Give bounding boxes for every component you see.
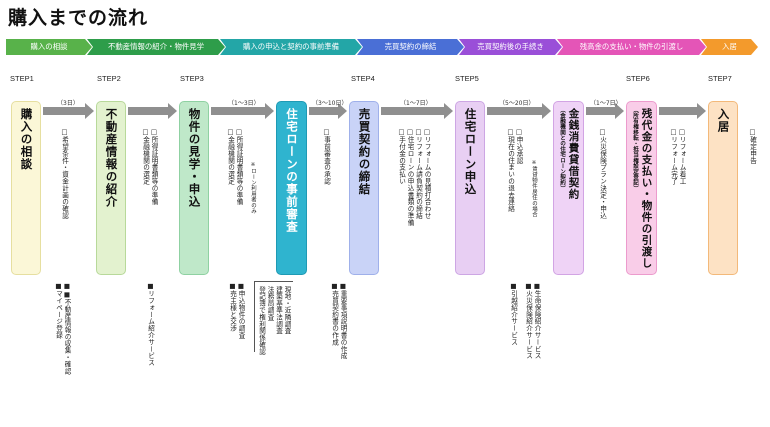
step-label: STEP6 <box>626 74 650 83</box>
duration-label: （1〜7日） <box>590 100 622 107</box>
box-consultation: 購入の相談 <box>11 101 41 275</box>
phase-after-contract: 売買契約後の手続き <box>459 39 562 55</box>
survey-details: 現地・近隣調査建築基準法調査法務局調査登記簿で権利関係確認 <box>257 286 292 355</box>
duration-label: （1〜3日） <box>228 100 260 107</box>
note-step5-remark: ※賃貸物件居住の場合 <box>531 160 537 218</box>
flow-arrow <box>309 103 347 119</box>
duration-label: （5〜20日） <box>499 100 535 107</box>
phase-application: 購入の申込と契約の事前準備 <box>220 39 362 55</box>
step-label: STEP1 <box>10 74 34 83</box>
bracket <box>254 281 293 352</box>
flow-arrow <box>487 103 551 119</box>
service-step5b: ■生命保険紹介サービス■火災保険紹介サービス <box>524 282 542 360</box>
flow-arrow <box>586 103 624 119</box>
flow-arrow <box>659 103 706 119</box>
phase-introduction: 不動産情報の紹介・物件見学 <box>87 39 225 55</box>
service-step1: ■■不動産情報の収集・確認■マイページ登録 <box>54 282 72 375</box>
note-step3b: □事前審査の承認 <box>322 128 331 185</box>
phase-move-in: 入居 <box>701 39 758 55</box>
service-step5a: ■引越紹介サービス <box>509 282 518 346</box>
step-label: STEP2 <box>97 74 121 83</box>
note-step6: □リフォーム着工□リフォーム完了 <box>669 128 687 185</box>
step-label: STEP4 <box>351 74 375 83</box>
phase-payment: 残高金の支払い・物件の引渡し <box>557 39 706 55</box>
step-label: STEP3 <box>180 74 204 83</box>
note-step2: □所得証明書類等の準備□金融機関の選定 <box>141 128 159 206</box>
flow-arrow <box>381 103 453 119</box>
step-label: STEP7 <box>708 74 732 83</box>
note-step3: □所得証明書類等の準備□金融機関の選定 <box>226 128 244 206</box>
note-step7: □確定申告 <box>748 128 757 164</box>
duration-label: （3日） <box>57 100 79 107</box>
note-step3-remark: ※ローン利用者のみ <box>250 162 256 214</box>
phase-band: 購入の相談 不動産情報の紹介・物件見学 購入の申込と契約の事前準備 売買契約の締… <box>6 39 758 55</box>
note-step1: □希望条件・資金計画の確認 <box>60 128 69 220</box>
box-loan-preliminary-review: 住宅ローンの事前審査 <box>276 101 307 275</box>
phase-contract: 売買契約の締結 <box>357 39 464 55</box>
duration-label: （1〜7日） <box>400 100 432 107</box>
note-step5: □申込承認□現在の住まいの退去連絡 <box>506 128 524 213</box>
service-step3: ■申込物件の調査■売主様と交渉 <box>228 282 246 339</box>
step-label: STEP5 <box>455 74 479 83</box>
box-loan-contract: （金融機関との住宅ローン契約） 金銭消費貸借契約 <box>553 101 584 275</box>
duration-label: （3〜10日） <box>312 100 348 107</box>
box-loan-application: 住宅ローン申込 <box>455 101 485 275</box>
phase-consult: 購入の相談 <box>6 39 92 55</box>
page-title: 購入までの流れ <box>8 7 149 29</box>
note-step5b: □火災保険プラン決定・申込 <box>598 128 607 220</box>
note-step4: □リフォームの見積打合わせ□リフォーム請負契約の締結□住宅ローンの申込書類の準備… <box>397 128 432 226</box>
flow-arrow <box>128 103 177 119</box>
flow-arrow <box>43 103 94 119</box>
box-move-in: 入居 <box>708 101 738 275</box>
flow-arrow <box>211 103 274 119</box>
box-viewing-application: 物件の見学・申込 <box>179 101 209 275</box>
service-step4: ■重要事項説明書の作成■売買契約書の作成 <box>330 282 348 360</box>
service-step2: ■リフォーム紹介サービス <box>146 282 155 367</box>
box-final-payment-handover: （所有権移転・抵当権設定登記） 残代金の支払い・物件の引渡し <box>626 101 657 275</box>
box-sales-contract: 売買契約の締結 <box>349 101 379 275</box>
box-property-introduction: 不動産情報の紹介 <box>96 101 126 275</box>
